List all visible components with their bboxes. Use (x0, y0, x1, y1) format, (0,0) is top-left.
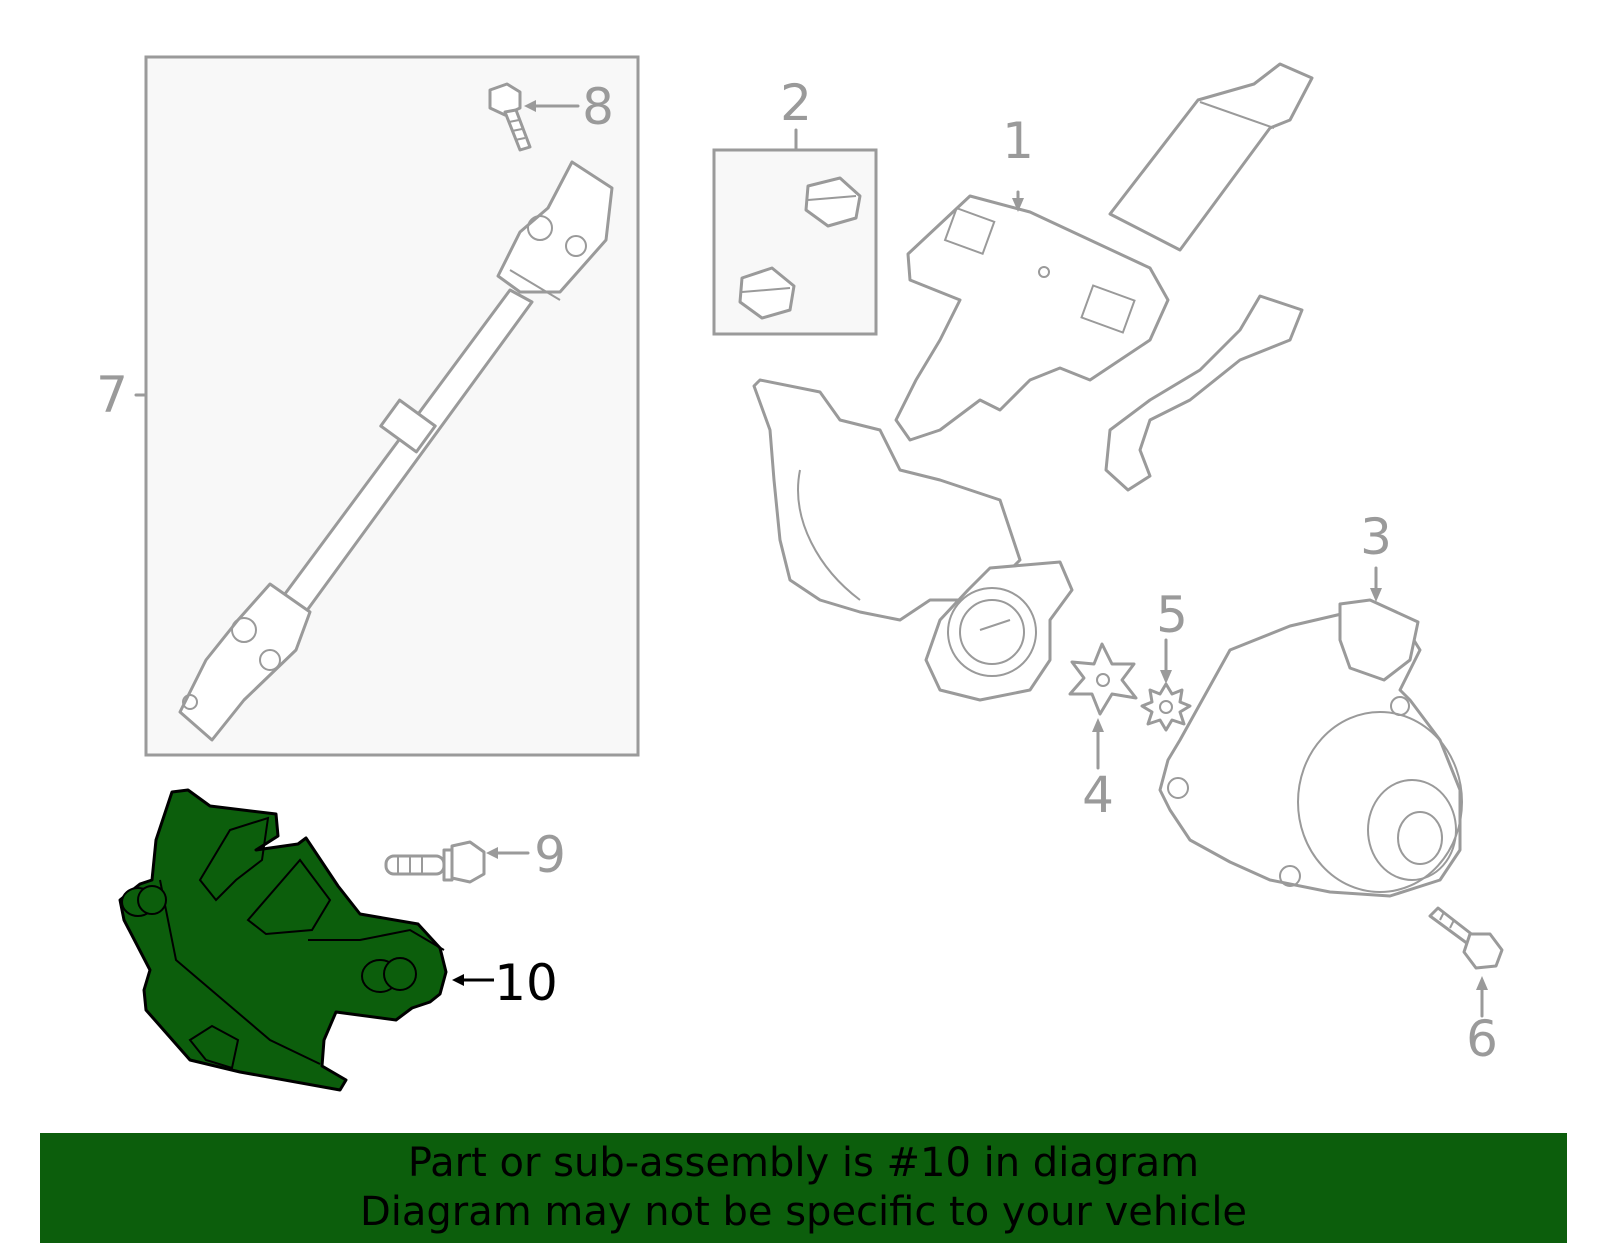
part-2-nuts[interactable] (738, 176, 862, 320)
callout-5: 5 (1156, 586, 1188, 644)
leader-arrow-3 (1370, 588, 1382, 602)
leader-arrow-5 (1160, 670, 1172, 684)
leader-arrow-1 (1012, 198, 1024, 212)
leader-arrow-8 (524, 100, 536, 112)
callout-1: 1 (1002, 112, 1034, 170)
callout-3: 3 (1360, 508, 1392, 566)
callout-6: 6 (1466, 1010, 1498, 1068)
leader-arrow-10 (452, 974, 464, 986)
callout-8: 8 (582, 78, 614, 136)
leader-arrow-4 (1092, 718, 1104, 732)
banner-line-part-number: Part or sub-assembly is #10 in diagram (407, 1140, 1200, 1186)
callout-4: 4 (1082, 766, 1114, 824)
parts-diagram: 1 2 3 4 5 6 7 8 9 10 (96, 55, 1504, 1092)
callout-7: 7 (96, 366, 128, 424)
part-2-group-box (712, 148, 878, 336)
leader-arrow-6 (1476, 976, 1488, 990)
banner-line-disclaimer: Diagram may not be specific to your vehi… (359, 1189, 1248, 1235)
part-info-banner: Part or sub-assembly is #10 in diagram D… (40, 1133, 1567, 1243)
part-1-steering-column[interactable] (752, 62, 1314, 702)
part-5-gear[interactable] (1140, 682, 1192, 732)
part-6-bolt[interactable] (1428, 906, 1504, 970)
callout-10: 10 (494, 954, 558, 1012)
part-9-bolt[interactable] (384, 840, 486, 884)
part-7-intermediate-shaft[interactable] (178, 160, 614, 742)
part-8-bolt[interactable] (488, 82, 532, 152)
part-3-motor[interactable] (1158, 598, 1463, 898)
part-4-coupler[interactable] (1068, 642, 1138, 716)
leader-arrow-9 (486, 847, 498, 859)
part-10-cover-highlighted[interactable] (118, 788, 448, 1092)
callout-2: 2 (780, 74, 812, 132)
callout-9: 9 (534, 826, 566, 884)
